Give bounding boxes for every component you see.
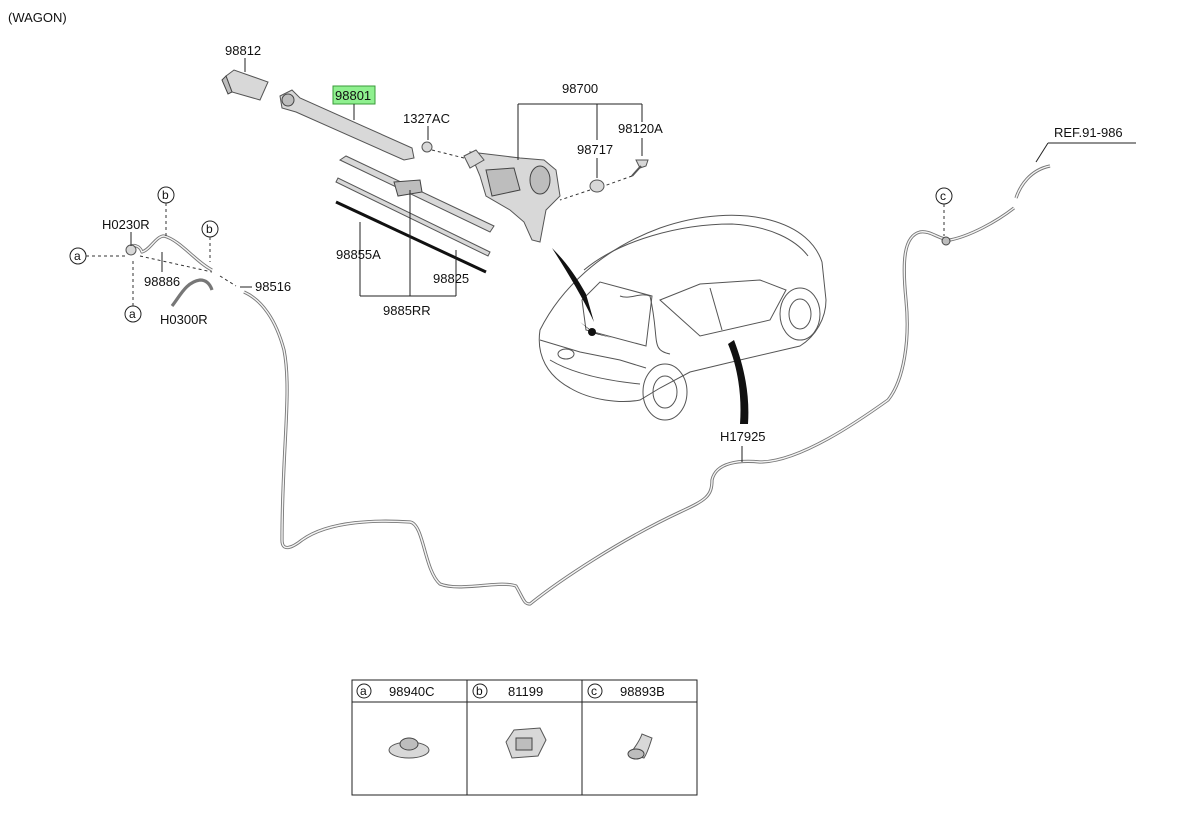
label-98825[interactable]: 98825 — [433, 271, 469, 286]
legend-marker-c-text: c — [591, 684, 597, 698]
label-1327AC[interactable]: 1327AC — [403, 111, 450, 126]
nozzle-group — [125, 234, 214, 307]
legend-marker-b-text: b — [476, 684, 483, 698]
label-98516[interactable]: 98516 — [255, 279, 291, 294]
label-H17925[interactable]: H17925 — [720, 429, 766, 444]
dash-98516 — [219, 275, 237, 287]
dash-bolt — [603, 175, 633, 187]
marker-b-1-text: b — [162, 188, 169, 202]
legend-part-c[interactable]: 98893B — [620, 684, 665, 699]
dash-grommet — [559, 189, 591, 201]
label-H0300R[interactable]: H0300R — [160, 312, 208, 327]
wiper-arm — [279, 89, 415, 161]
legend-part-a[interactable]: 98940C — [389, 684, 435, 699]
legend-marker-c — [587, 683, 603, 699]
legend-marker-b — [472, 683, 488, 699]
marker-a-left-text: a — [74, 249, 81, 263]
label-98717[interactable]: 98717 — [577, 142, 613, 157]
legend-marker-a — [356, 683, 372, 699]
label-98700[interactable]: 98700 — [562, 81, 598, 96]
washer-hose — [243, 164, 1051, 606]
label-H0230R[interactable]: H0230R — [102, 217, 150, 232]
legend-marker-a-text: a — [360, 684, 367, 698]
label-98812[interactable]: 98812 — [225, 43, 261, 58]
marker-c-text: c — [940, 189, 946, 203]
label-98886[interactable]: 98886 — [144, 274, 180, 289]
dash-nozzle — [139, 255, 213, 273]
label-98855A[interactable]: 98855A — [336, 247, 381, 262]
clip-81199 — [505, 727, 547, 759]
wiper-arm-cap — [221, 69, 269, 101]
marker-b-2-text: b — [206, 222, 213, 236]
pointer-arrow-motor — [552, 248, 594, 322]
label-98801[interactable]: 98801 — [335, 88, 371, 103]
clip-98940C — [388, 737, 430, 759]
grommet-98717 — [589, 179, 605, 193]
marker-a-bottom-text: a — [129, 307, 136, 321]
label-ref[interactable]: REF.91-986 — [1054, 125, 1123, 140]
variant-label: (WAGON) — [8, 10, 67, 25]
legend-table — [351, 679, 698, 796]
legend-part-b[interactable]: 81199 — [508, 684, 543, 699]
car-illustration — [538, 214, 827, 421]
leader-ref-d — [1035, 142, 1049, 163]
nut-1327AC — [421, 141, 433, 153]
wiper-motor-assembly — [463, 149, 561, 243]
label-9885RR[interactable]: 9885RR — [383, 303, 431, 318]
label-98120A[interactable]: 98120A — [618, 121, 663, 136]
connector-98893B — [627, 733, 653, 760]
bolt-98120A — [631, 159, 649, 177]
pointer-arrow-hose — [728, 340, 749, 424]
wiper-blade — [335, 155, 495, 274]
